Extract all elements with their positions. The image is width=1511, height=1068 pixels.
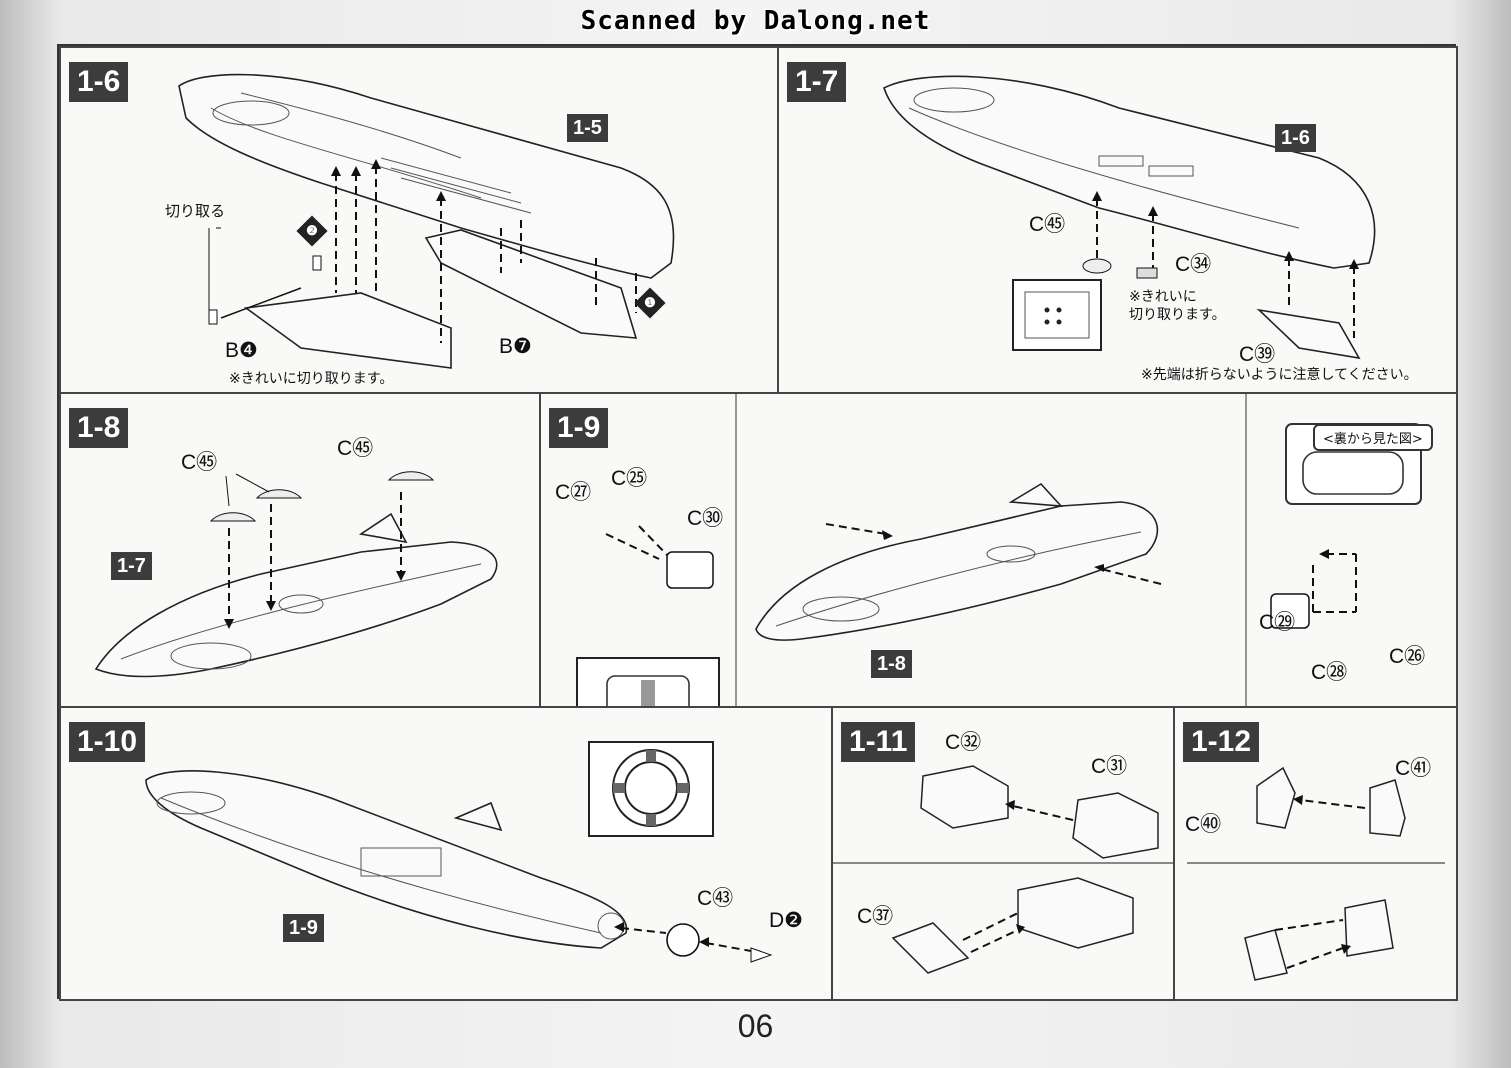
part-label-c45: C㊺ <box>1029 213 1066 236</box>
step-1-12-panel: 1-12 C㊶ C㊵ <box>1173 706 1458 1001</box>
step-1-7-panel: 1-7 1-6 C㊺ C㉞ ※きれいに 切り取ります。 C㊴ ※先端は折らないよ… <box>777 46 1458 394</box>
part-label-c41: C㊶ <box>1395 757 1432 780</box>
ship-assembly-illustration <box>883 75 1376 360</box>
part-label-d2: D❷ <box>769 909 803 932</box>
part-label-b4: B❹ <box>225 339 258 362</box>
part-assembly-illustration <box>833 765 1173 974</box>
rear-view-caption: <裏から見た図> <box>1313 424 1433 451</box>
part-label-c28: C㉘ <box>1311 661 1348 684</box>
part-label-c31: C㉛ <box>1091 755 1128 778</box>
ship-assembly-illustration <box>178 73 675 369</box>
step-1-11-panel: 1-11 C㉜ C㉛ C㊲ <box>831 706 1175 1001</box>
part-label-c43: C㊸ <box>697 887 734 910</box>
part-label-c26: C㉖ <box>1389 645 1426 668</box>
part-label-c30: C㉚ <box>687 507 724 530</box>
part-assembly-illustration <box>1187 766 1445 981</box>
step-number: 1-10 <box>69 722 146 762</box>
step-reference: 1-5 <box>567 114 608 142</box>
step-1-10-panel: 1-10 1-9 C㊸ D❷ <box>59 706 833 1001</box>
part-label-c39: C㊴ <box>1239 343 1276 366</box>
step-number: 1-6 <box>69 62 129 102</box>
instruction-sheet: 1-6 1-5 切り取る ❷ ❶ B❹ B❼ ※きれいに切り取ります。 <box>57 44 1458 1001</box>
step-reference: 1-7 <box>111 552 152 580</box>
step-1-8-panel: 1-8 1-7 C㊺ C㊺ <box>59 392 541 708</box>
step-number: 1-8 <box>69 408 129 448</box>
step-reference: 1-9 <box>283 914 324 942</box>
step-number: 1-12 <box>1183 722 1260 762</box>
part-label-c29: C㉙ <box>1259 611 1296 634</box>
order-badge-1: ❶ <box>634 287 666 319</box>
part-label-c27: C㉗ <box>555 481 592 504</box>
cut-cleanly-note: ※きれいに切り取ります。 <box>229 371 394 387</box>
step-1-9-panel: 1-9 1-8 C㉗ C㉕ C㉚ <裏から見た図> C㉙ C㉘ C㉖ <box>539 392 1458 708</box>
step-reference: 1-8 <box>871 650 912 678</box>
step-number: 1-7 <box>787 62 847 102</box>
part-label-c40: C㊵ <box>1185 813 1222 836</box>
part-label-c37: C㊲ <box>857 905 894 928</box>
part-label-c25: C㉕ <box>611 467 648 490</box>
cut-cleanly-note: ※きれいに 切り取ります。 <box>1129 289 1226 323</box>
step-number: 1-11 <box>841 722 916 762</box>
order-badge-2: ❷ <box>296 215 328 247</box>
scanner-watermark: Scanned by Dalong.net <box>580 6 931 36</box>
part-label-c45: C㊺ <box>337 437 374 460</box>
ship-assembly-illustration <box>145 741 773 963</box>
part-label-b7: B❼ <box>499 335 532 358</box>
step-number: 1-9 <box>549 408 609 448</box>
step-reference: 1-6 <box>1275 124 1316 152</box>
part-label-c45: C㊺ <box>181 451 218 474</box>
step-1-6-panel: 1-6 1-5 切り取る ❷ ❶ B❹ B❼ ※きれいに切り取ります。 <box>59 46 779 394</box>
ship-assembly-illustration <box>94 471 498 678</box>
tip-warning-note: ※先端は折らないように注意してください。 <box>1141 367 1418 383</box>
part-label-c32: C㉜ <box>945 731 982 754</box>
part-label-c34: C㉞ <box>1175 253 1212 276</box>
ship-assembly-illustration <box>576 394 1422 706</box>
cut-label: 切り取る <box>165 202 226 220</box>
page-number: 06 <box>737 1008 774 1044</box>
